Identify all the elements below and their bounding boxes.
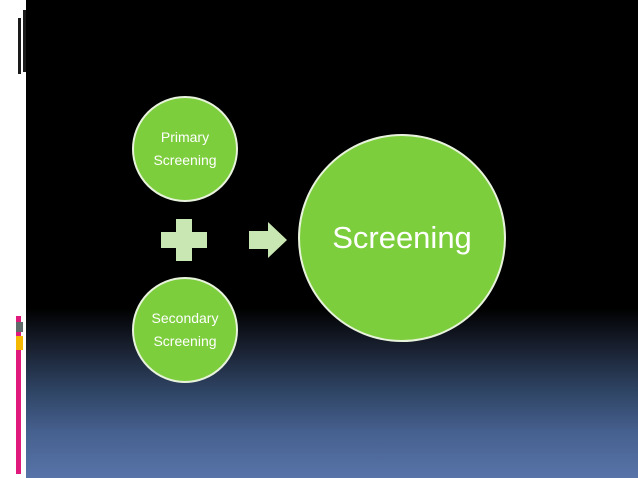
slide: Primary Screening Secondary Screening Sc… [26, 0, 638, 478]
right-arrow-icon [249, 222, 287, 258]
accent-block-gray [16, 322, 23, 332]
strip-line [18, 18, 21, 74]
plus-icon [161, 219, 207, 261]
primary-screening-label: Primary Screening [153, 129, 217, 168]
secondary-screening-label: Secondary Screening [151, 310, 219, 349]
secondary-screening-node: Secondary Screening [132, 277, 238, 383]
accent-block-yellow [16, 336, 23, 350]
strip-line [23, 10, 26, 72]
left-decor-strip [0, 0, 26, 478]
screening-result-label: Screening [332, 220, 472, 255]
screening-result-node: Screening [298, 134, 506, 342]
primary-screening-node: Primary Screening [132, 96, 238, 202]
accent-bar-pink [16, 316, 21, 474]
